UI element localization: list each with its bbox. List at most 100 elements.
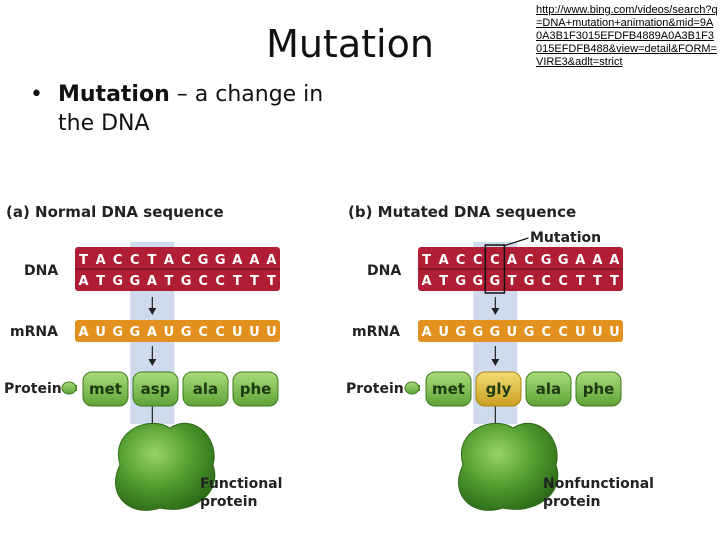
mutation-box (484, 244, 506, 294)
mrna-row-label: mRNA (10, 324, 58, 340)
mrna-base: U (507, 325, 518, 340)
mrna-base: U (609, 325, 620, 340)
amino-acid-label: met (432, 380, 465, 398)
arrowhead (148, 308, 157, 315)
folded-protein-shape (458, 422, 559, 511)
amino-acid-bead (525, 371, 572, 407)
amino-acid-bead (82, 371, 129, 407)
dna-base: T (439, 274, 448, 289)
amino-acid-label: gly (486, 380, 512, 398)
dna-base: T (147, 253, 156, 268)
figure-panel-a: (a) Normal DNA sequence (6, 203, 280, 511)
slide-title: Mutation (266, 22, 434, 66)
dna-base: A (96, 253, 106, 268)
dna-base: G (455, 274, 466, 289)
protein-result-label: protein (200, 494, 258, 510)
mrna-base: U (249, 325, 260, 340)
mrna-base: G (472, 325, 483, 340)
mrna-strand (418, 320, 623, 342)
folded-protein-shape (115, 422, 216, 511)
dna-base: G (541, 253, 552, 268)
mrna-base: C (198, 325, 208, 340)
mrna-base: U (95, 325, 106, 340)
mrna-base: C (558, 325, 568, 340)
protein-row-label: Protein (346, 381, 404, 397)
video-link[interactable]: http://www.bing.com/videos/search?q=DNA+… (536, 4, 718, 68)
bullet-term: Mutation (58, 82, 170, 107)
mrna-base: U (575, 325, 586, 340)
mutation-pointer (503, 237, 529, 247)
mrna-base: G (129, 325, 140, 340)
mrna-base: U (266, 325, 277, 340)
dna-base: A (575, 253, 585, 268)
dna-base: A (164, 253, 174, 268)
dna-base: C (113, 253, 123, 268)
amino-acid-label: ala (193, 380, 218, 398)
dna-base: A (439, 253, 449, 268)
mrna-base: G (455, 325, 466, 340)
dna-base: G (198, 253, 209, 268)
dna-base: A (422, 274, 432, 289)
mrna-base: C (541, 325, 551, 340)
dna-base: T (422, 253, 431, 268)
mrna-base: U (232, 325, 243, 340)
dna-base: C (215, 274, 225, 289)
amino-acid-bead (132, 371, 179, 407)
mrna-row-label: mRNA (352, 324, 400, 340)
amino-acid-label: met (89, 380, 122, 398)
dna-base: T (250, 274, 259, 289)
dna-base: A (232, 253, 242, 268)
amino-acid-label: ala (536, 380, 561, 398)
dna-base: C (130, 253, 140, 268)
dna-base: T (233, 274, 242, 289)
dna-base: G (558, 253, 569, 268)
bullet-definition: – a change in the DNA (58, 82, 324, 136)
dna-base: C (181, 253, 191, 268)
dna-base: A (507, 253, 517, 268)
dna-base: T (267, 274, 276, 289)
amino-acid-bead (182, 371, 229, 407)
mrna-base: A (147, 325, 157, 340)
mrna-base: U (592, 325, 603, 340)
dna-row-label: DNA (24, 263, 58, 279)
dna-base: A (592, 253, 602, 268)
mrna-base: G (181, 325, 192, 340)
dna-base: C (473, 253, 483, 268)
panel-heading: (a) Normal DNA sequence (6, 203, 224, 221)
dna-base: T (165, 274, 174, 289)
dna-base: T (508, 274, 517, 289)
protein-result-label: protein (543, 494, 601, 510)
dna-base: A (249, 253, 259, 268)
protein-result-label: Nonfunctional (543, 476, 654, 492)
mrna-base: A (422, 325, 432, 340)
mrna-base: G (524, 325, 535, 340)
panel-heading: (b) Mutated DNA sequence (348, 203, 576, 221)
dna-base: G (129, 274, 140, 289)
mrna-base: C (215, 325, 225, 340)
dna-base: C (541, 274, 551, 289)
mrna-strand (75, 320, 280, 342)
dna-base: G (215, 253, 226, 268)
dna-base: G (524, 274, 535, 289)
amino-acid-bead (232, 371, 279, 407)
amino-acid-bead (475, 371, 522, 407)
dna-base: A (609, 253, 619, 268)
mutation-label: Mutation (530, 230, 601, 246)
amino-acid-label: phe (583, 380, 615, 398)
amino-acid-label: phe (240, 380, 272, 398)
dna-base: A (147, 274, 157, 289)
dna-row-label: DNA (367, 263, 401, 279)
dna-base: G (472, 274, 483, 289)
protein-chain-end (61, 381, 77, 395)
mrna-base: A (79, 325, 89, 340)
protein-result-label: Functional (200, 476, 282, 492)
arrowhead (491, 359, 500, 366)
dna-base: G (490, 274, 501, 289)
mrna-base: U (164, 325, 175, 340)
dna-base: T (593, 274, 602, 289)
protein-chain-end (404, 381, 420, 395)
amino-acid-label: asp (141, 380, 171, 398)
dna-base: T (576, 274, 585, 289)
dna-base: G (181, 274, 192, 289)
